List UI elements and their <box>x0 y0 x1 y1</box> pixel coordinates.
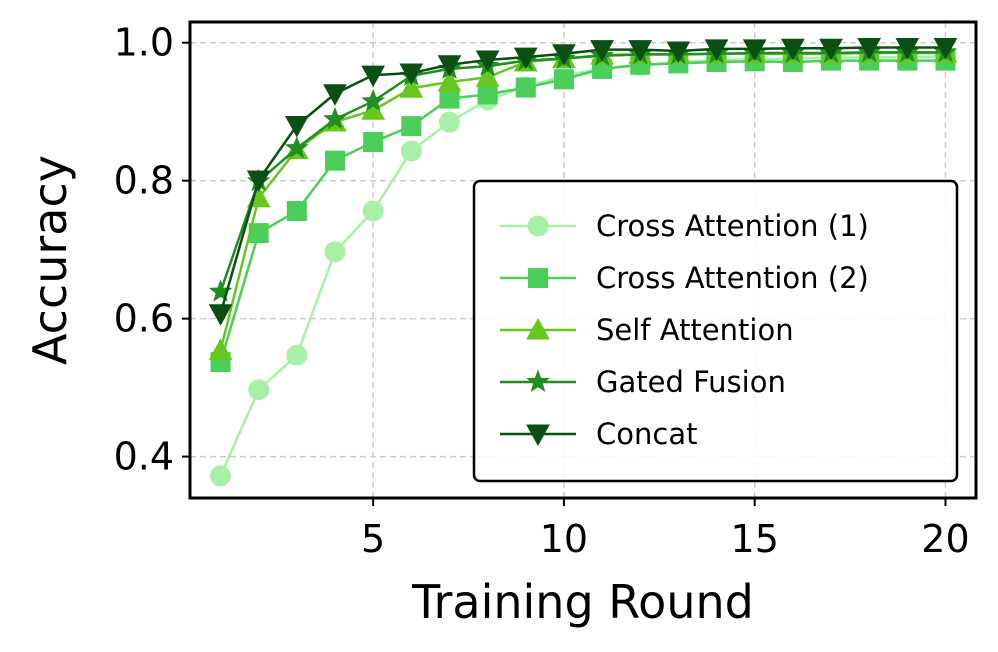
data-point <box>475 65 500 87</box>
data-point <box>553 69 574 90</box>
data-point <box>286 344 308 366</box>
data-point <box>515 77 536 98</box>
data-point <box>248 379 270 401</box>
legend-marker <box>526 317 550 340</box>
legend-marker <box>526 424 550 447</box>
data-point <box>513 47 538 70</box>
data-point <box>401 116 422 137</box>
plot-frame <box>188 20 978 500</box>
y-tick-label: 1.0 <box>114 21 174 65</box>
data-point <box>285 135 309 159</box>
data-point <box>437 69 462 92</box>
data-point <box>857 38 882 60</box>
legend-box <box>472 179 959 483</box>
data-point <box>323 84 347 106</box>
data-point <box>399 76 424 98</box>
legend-label: Gated Fusion <box>596 365 786 399</box>
legend-marker <box>526 369 550 393</box>
legend-item: Gated Fusion <box>500 365 786 399</box>
x-tick-label: 20 <box>921 517 969 561</box>
data-point <box>475 50 500 72</box>
legend-item: Self Attention <box>500 313 794 347</box>
series-layer <box>208 38 958 487</box>
legend-marker <box>527 215 549 237</box>
data-point <box>666 41 691 64</box>
x-tick-label: 10 <box>540 517 588 561</box>
x-tick-label: 15 <box>731 517 779 561</box>
data-point <box>590 40 614 62</box>
data-point <box>628 40 653 62</box>
data-point <box>284 115 309 138</box>
legend-label: Cross Attention (1) <box>596 209 869 243</box>
data-point <box>208 304 233 326</box>
legend-label: Concat <box>596 417 697 451</box>
data-point <box>363 132 384 153</box>
data-point <box>323 106 347 130</box>
series-concat <box>208 38 958 326</box>
legend-item: Cross Attention (1) <box>500 209 869 243</box>
data-point <box>781 38 805 61</box>
data-point <box>477 84 498 105</box>
data-point <box>400 140 422 162</box>
y-tick-label: 0.4 <box>114 435 174 479</box>
data-point <box>552 44 576 66</box>
data-point <box>819 38 843 61</box>
x-tick-label: 5 <box>361 517 385 561</box>
legend-label: Self Attention <box>596 313 794 347</box>
data-point <box>437 55 462 77</box>
data-point <box>399 63 424 86</box>
data-point <box>210 465 232 487</box>
legend-marker <box>528 268 548 288</box>
data-point <box>362 200 384 222</box>
y-axis-label: Accuracy <box>23 155 77 365</box>
data-point <box>324 241 346 263</box>
data-point <box>933 38 958 60</box>
data-point <box>324 150 345 171</box>
legend-item: Concat <box>500 417 697 451</box>
data-point <box>286 201 307 222</box>
data-point <box>895 38 920 60</box>
y-tick-label: 0.8 <box>114 159 174 203</box>
legend: Cross Attention (1) Cross Attention (2) Se… <box>472 179 959 483</box>
x-axis-label: Training Round <box>411 575 754 629</box>
legend-label: Cross Attention (2) <box>596 261 869 295</box>
data-point <box>361 88 385 112</box>
data-point <box>438 111 460 133</box>
data-point <box>361 65 385 88</box>
axis-ticks: 5 10 15 20 0.4 0.6 0.8 1.0 <box>114 21 970 561</box>
y-tick-label: 0.6 <box>114 297 174 341</box>
data-point <box>704 39 729 61</box>
legend-item: Cross Attention (2) <box>500 261 869 295</box>
data-point <box>439 88 460 109</box>
data-point <box>208 338 233 360</box>
data-point <box>246 170 271 193</box>
data-point <box>742 39 767 61</box>
